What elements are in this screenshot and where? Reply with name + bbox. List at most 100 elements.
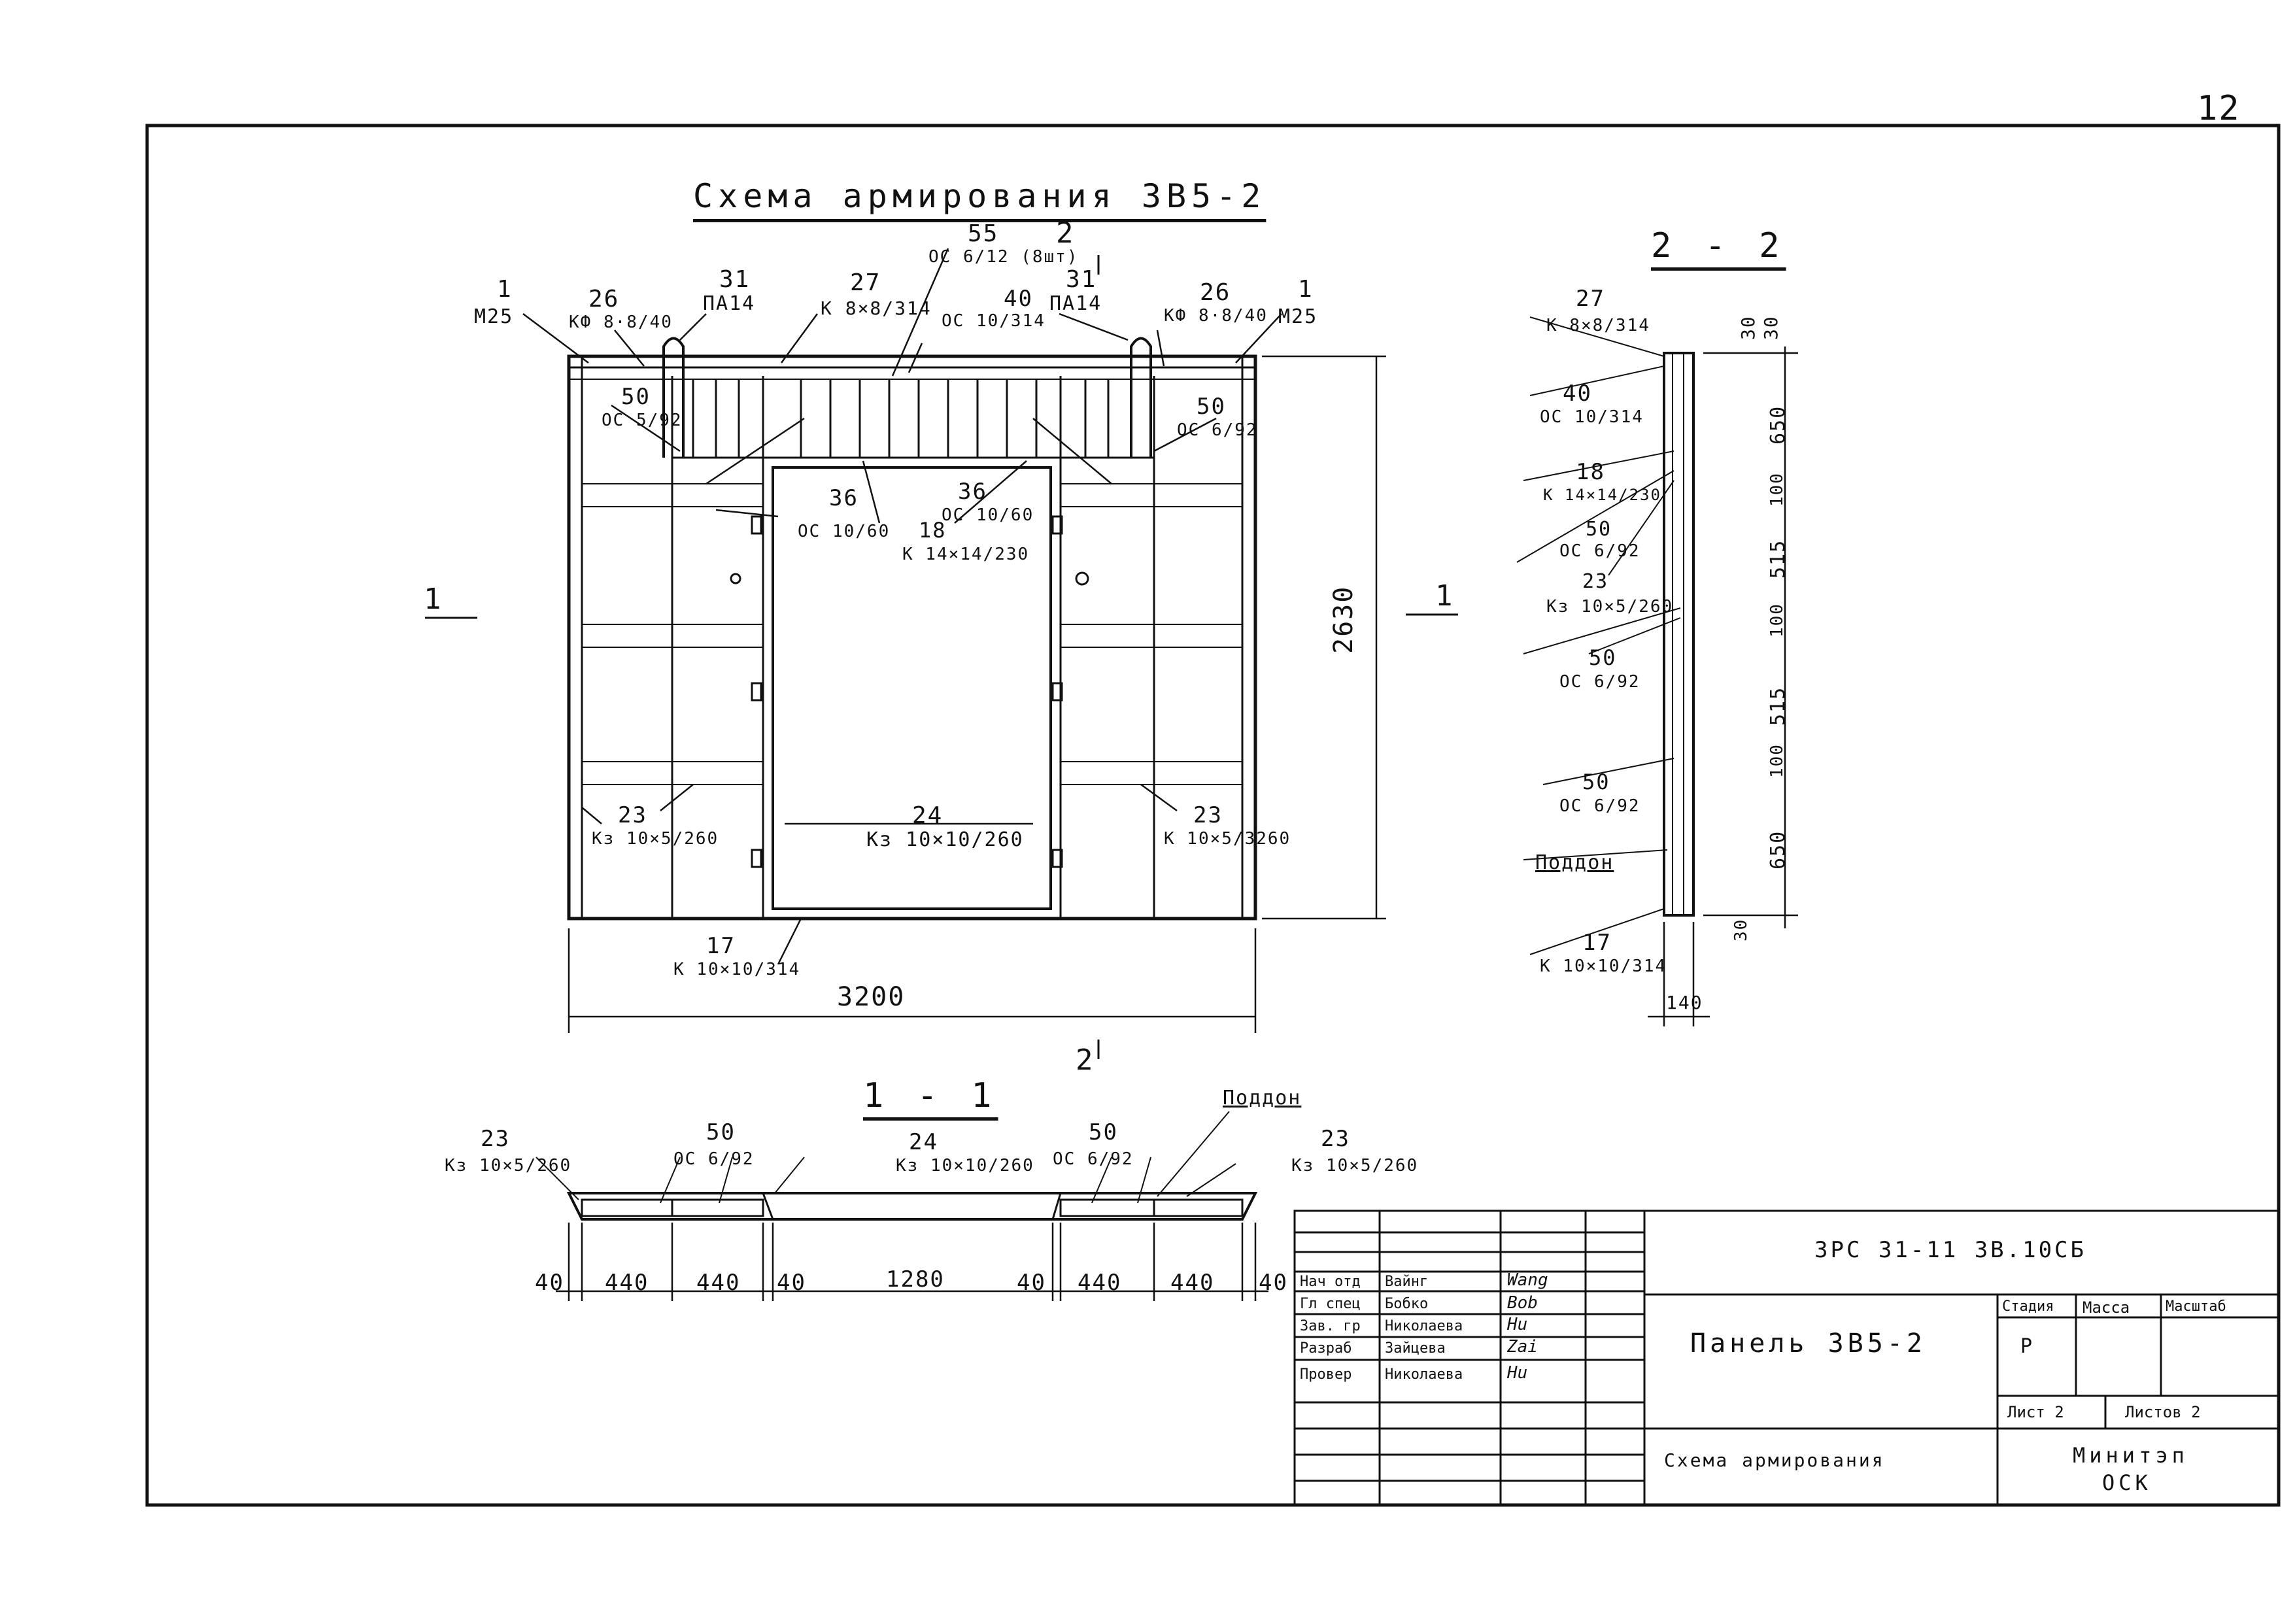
s22-pos-27: 27 [1576,286,1605,312]
callout-spec-1-right: М25 [1278,305,1318,328]
callout-pos-23-left: 23 [618,802,647,828]
dim-overall-height: 2630 [1329,585,1359,654]
signatory-role: Зав. гр [1300,1318,1361,1334]
callout-spec-17: К 10×10/314 [673,960,801,979]
callout-pos-23-right: 23 [1193,802,1223,828]
s22-pos-50-b: 50 [1589,645,1617,670]
s22-pos-50-a: 50 [1586,518,1612,541]
dim-2-2-650-top: 650 [1767,405,1790,445]
document-code: 3РС 31-11 3В.10СБ [1814,1237,2086,1263]
signatory-signature: Hu [1507,1315,1528,1334]
title-block-lines [1293,1210,2280,1506]
dim-2-2-100-a: 100 [1767,472,1787,507]
callout-spec-18: К 14×14/230 [902,545,1030,564]
callout-spec-50-right: ОС 6/92 [1177,420,1258,440]
organization-sub: ОСК [2102,1470,2152,1495]
signatory-name: Бобко [1385,1296,1429,1312]
callout-spec-31-left: ПА14 [703,292,756,315]
dim-1-1-40-c: 40 [1017,1270,1046,1296]
drawing-title: Схема армирования 3В5-2 [693,177,1266,215]
s11-spec-24: Кз 10×10/260 [896,1156,1034,1176]
dim-1-1-440-b: 440 [696,1270,741,1296]
callout-pos-31-left: 31 [719,266,751,293]
callout-spec-50-left: ОС 5/92 [602,411,683,430]
signatory-name: Вайнг [1385,1274,1429,1290]
callout-pos-26-right: 26 [1200,279,1231,306]
dim-1-1-40-b: 40 [777,1270,806,1296]
scale-header: Масштаб [2166,1298,2226,1315]
s11-spec-50-right: ОС 6/92 [1053,1149,1134,1169]
dim-2-2-thickness: 140 [1666,992,1703,1013]
signatory-role: Гл спец [1300,1296,1361,1312]
dim-1-1-440-d: 440 [1170,1270,1215,1296]
s22-pos-17: 17 [1582,930,1612,956]
callout-pos-40: 40 [1004,286,1033,312]
sheet-frame [145,124,2281,1507]
dim-2-2-100-c: 100 [1767,743,1787,778]
callout-spec-36-right: ОС 10/60 [942,505,1034,525]
callout-pos-31-right: 31 [1066,266,1097,293]
callout-pos-36-right: 36 [958,479,987,505]
callout-spec-40: ОС 10/314 [942,311,1046,331]
cut-marker-2-top: 2 [1056,216,1075,250]
s11-pos-50-right: 50 [1089,1119,1118,1145]
s11-pos-23-left: 23 [481,1126,510,1152]
s22-pos-40: 40 [1563,381,1592,407]
page-number: 12 [2197,89,2241,128]
s11-pos-50-left: 50 [706,1119,736,1145]
s22-pos-23: 23 [1582,570,1609,593]
sheets-label: Листов 2 [2125,1403,2201,1421]
signatory-name: Зайцева [1385,1340,1446,1357]
dim-2-2-650-bottom: 650 [1767,830,1790,870]
sheet-name: Схема армирования [1664,1449,1885,1471]
stage-header: Стадия [2002,1298,2054,1315]
callout-pos-1-right: 1 [1298,276,1314,303]
s11-spec-23-left: Кз 10×5/260 [445,1156,572,1176]
callout-spec-55: ОС 6/12 (8шт) [928,247,1079,267]
callout-spec-26-right: КФ 8·8/40 [1164,306,1268,326]
pallet-label-1-1: Поддон [1223,1087,1302,1109]
s22-spec-50-a: ОС 6/92 [1559,541,1640,561]
dim-1-1-40-d: 40 [1259,1270,1288,1296]
signatory-role: Разраб [1300,1340,1352,1357]
section-1-1 [536,1111,1268,1301]
section-2-2-title: 2 - 2 [1651,226,1786,265]
signatory-signature: Wang [1507,1270,1548,1290]
s22-pos-18: 18 [1576,459,1605,485]
dim-1-1-440-c: 440 [1078,1270,1122,1296]
s22-spec-18: К 14×14/230 [1543,486,1661,504]
sheet-label: Лист 2 [2007,1403,2064,1421]
dim-1-1-440-a: 440 [605,1270,649,1296]
callout-pos-1-left: 1 [497,276,513,303]
s22-spec-27: К 8×8/314 [1546,316,1650,335]
dim-2-2-515-b: 515 [1767,686,1790,726]
dim-overall-width: 3200 [837,982,906,1012]
section-1-1-title: 1 - 1 [863,1076,998,1115]
s22-pos-50-c: 50 [1582,770,1610,794]
dim-1-1-40-a: 40 [535,1270,564,1296]
callout-spec-26-left: КФ 8·8/40 [569,313,673,332]
dim-2-2-515-a: 515 [1767,539,1790,579]
s22-spec-50-b: ОС 6/92 [1559,672,1640,692]
callout-spec-27: К 8×8/314 [821,297,932,319]
signatory-role: Провер [1300,1366,1352,1383]
callout-pos-50-left: 50 [621,384,651,410]
callout-pos-17: 17 [706,933,736,959]
mass-header: Масса [2082,1298,2130,1317]
organization: Минитэп [2073,1443,2188,1468]
callout-spec-31-right: ПА14 [1049,292,1102,315]
callout-spec-1-left: М25 [474,305,514,328]
cut-marker-2-bottom: 2 [1076,1043,1095,1077]
callout-pos-24: 24 [912,802,944,829]
s22-spec-50-c: ОС 6/92 [1559,796,1640,816]
pallet-label-2-2: Поддон [1535,851,1614,874]
callout-pos-50-right: 50 [1197,394,1226,420]
signatory-signature: Zai [1507,1337,1538,1357]
front-view [425,248,1458,1059]
callout-pos-36-left: 36 [829,485,858,511]
s22-spec-40: ОС 10/314 [1540,407,1644,427]
callout-spec-23-left: Кз 10×5/260 [592,829,719,849]
section-2-2 [1516,316,1798,1026]
stage-value: Р [2020,1335,2033,1358]
